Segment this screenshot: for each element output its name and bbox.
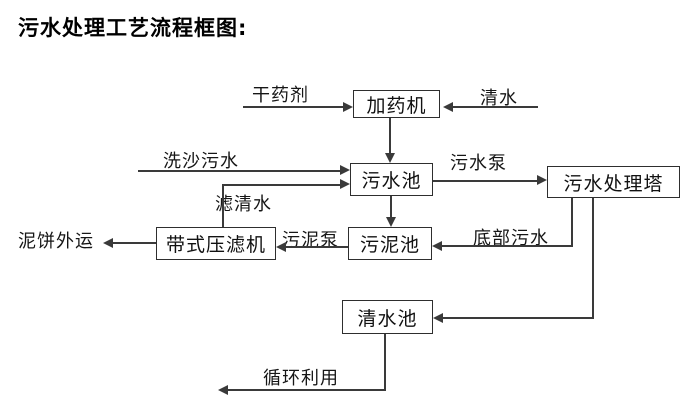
page-title: 污水处理工艺流程框图: [18,16,248,40]
arrow-right-icon [340,165,350,175]
edge-sludge-pump-line [285,246,348,248]
edge-filtered-water-riser [222,185,224,227]
edge-sewage-to-sludge-line [390,196,392,218]
edge-filtered-water-line [222,184,341,186]
edge-bottom-sewage-drop [571,198,573,247]
label-bottom-sewage: 底部污水 [473,228,549,249]
arrow-right-icon [537,175,547,185]
label-mud-cake-outbound: 泥饼外运 [18,231,94,252]
edge-tower-to-clean-line [442,317,594,319]
label-filtered-water: 滤清水 [215,194,272,215]
edge-bottom-sewage-line [441,245,573,247]
label-sand-wash-sewage: 洗沙污水 [163,151,239,172]
arrow-left-icon [432,241,442,251]
label-dry-agent: 干药剂 [252,85,309,106]
node-treatment-tower: 污水处理塔 [547,166,680,198]
node-belt-filter-press: 带式压滤机 [156,227,276,260]
edge-recycle-drop [384,334,386,391]
arrow-left-icon [433,313,443,323]
arrow-right-icon [340,179,350,189]
arrow-left-icon [276,242,286,252]
edge-dosing-to-sewage-line [389,118,391,154]
arrow-left-icon [103,238,113,248]
node-sludge-pool: 污泥池 [348,227,432,260]
arrow-left-icon [443,102,453,112]
edge-clean-water-line [452,106,538,108]
node-sewage-pool: 污水池 [350,163,433,196]
arrow-right-icon [343,102,353,112]
label-recycle-use: 循环利用 [263,368,339,389]
arrow-down-icon [385,153,395,163]
edge-sand-wash-line [138,170,341,172]
edge-mud-cake-line [112,242,156,244]
arrow-left-icon [218,385,228,395]
edge-dry-agent-line [243,106,344,108]
label-sludge-pump: 污泥泵 [282,230,339,251]
edge-tower-to-clean-drop [592,198,594,319]
label-sewage-pump: 污水泵 [450,153,507,174]
node-dosing-machine: 加药机 [353,90,440,118]
arrow-down-icon [386,217,396,227]
label-clean-water: 清水 [480,88,518,109]
node-clean-water-pool: 清水池 [342,300,433,334]
edge-recycle-line [227,389,386,391]
edge-sewage-pump-line [433,180,538,182]
